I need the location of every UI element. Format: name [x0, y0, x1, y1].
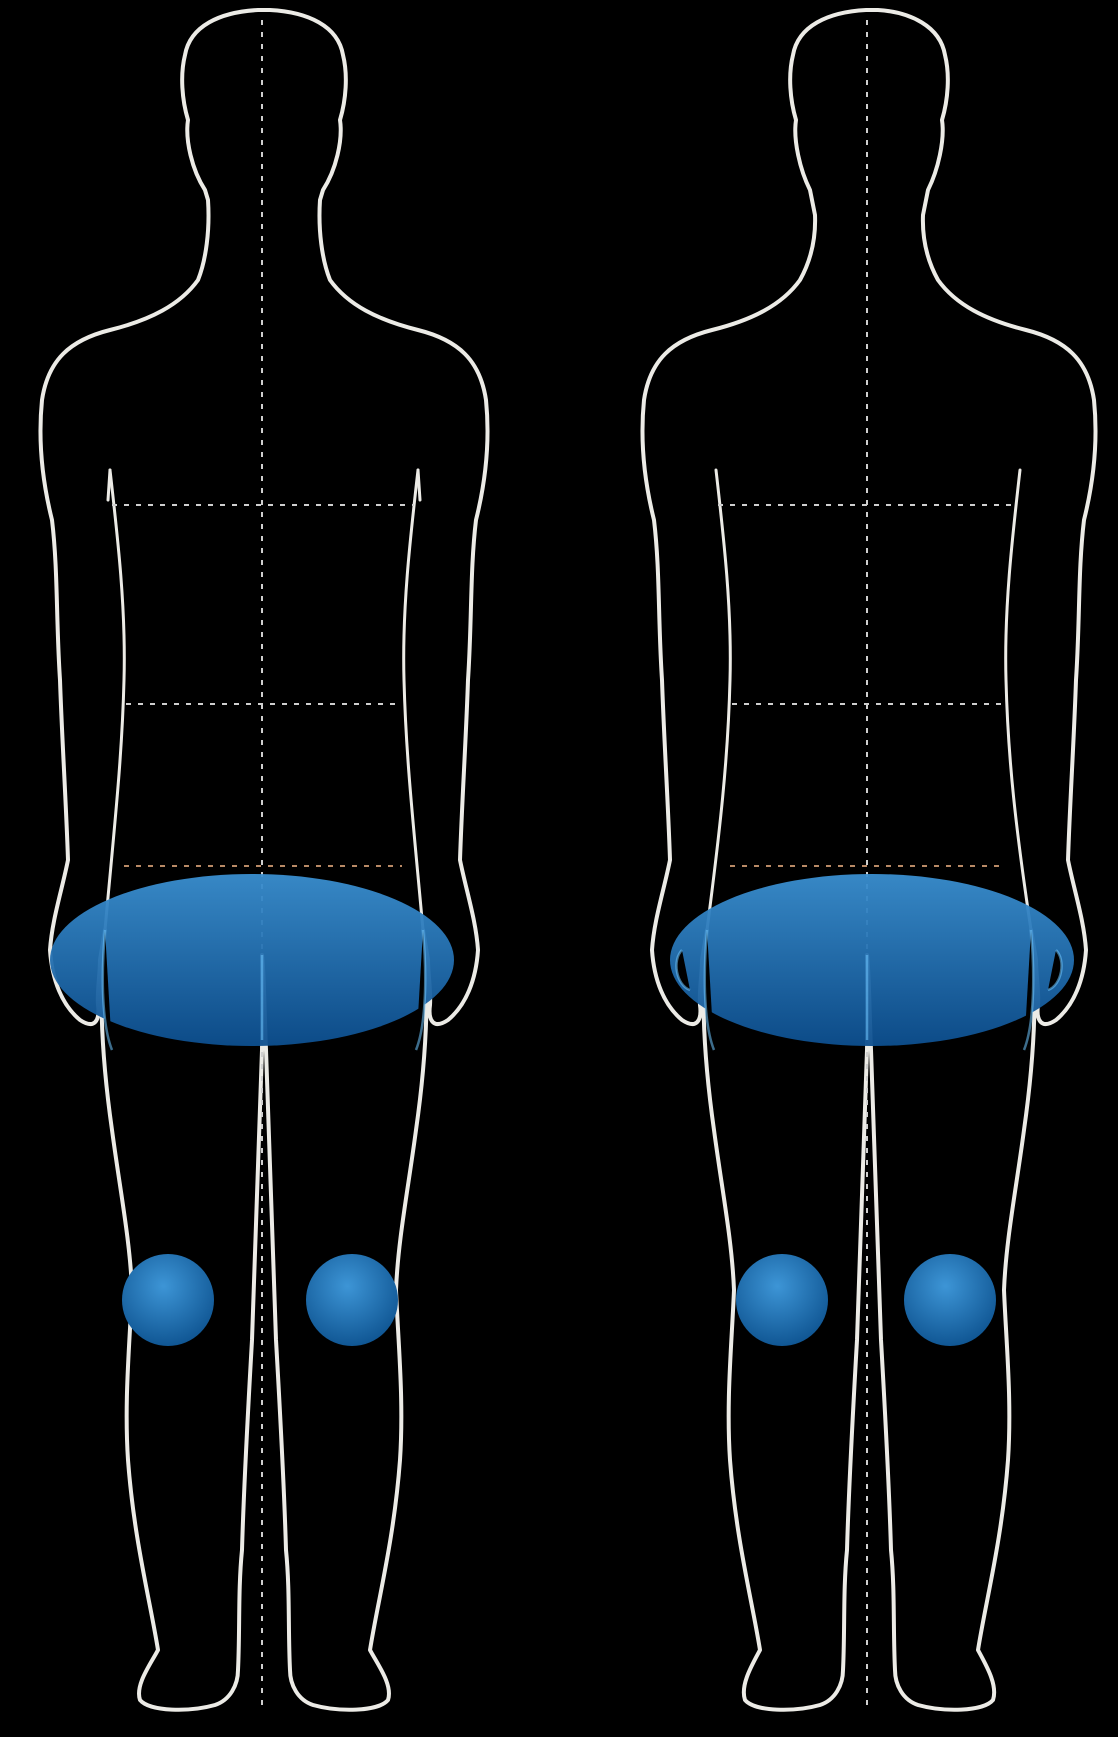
- front-hip-highlight: [50, 874, 454, 1046]
- front-right-knee-highlight: [306, 1254, 398, 1346]
- back-left-knee-highlight: [736, 1254, 828, 1346]
- front-body-outline: [40, 10, 487, 1710]
- front-figure: [40, 10, 487, 1710]
- front-torso-right-side: [418, 470, 420, 500]
- front-left-knee-highlight: [122, 1254, 214, 1346]
- front-torso-left-side: [108, 470, 110, 500]
- front-left-inner-arm: [105, 470, 124, 930]
- back-body-outline: [642, 10, 1095, 1710]
- back-hip-highlight: [670, 874, 1074, 1046]
- front-right-inner-arm: [404, 470, 423, 930]
- back-right-inner-arm: [1006, 470, 1031, 930]
- back-left-inner-arm: [707, 470, 730, 930]
- back-figure: [642, 10, 1095, 1710]
- back-right-knee-highlight: [904, 1254, 996, 1346]
